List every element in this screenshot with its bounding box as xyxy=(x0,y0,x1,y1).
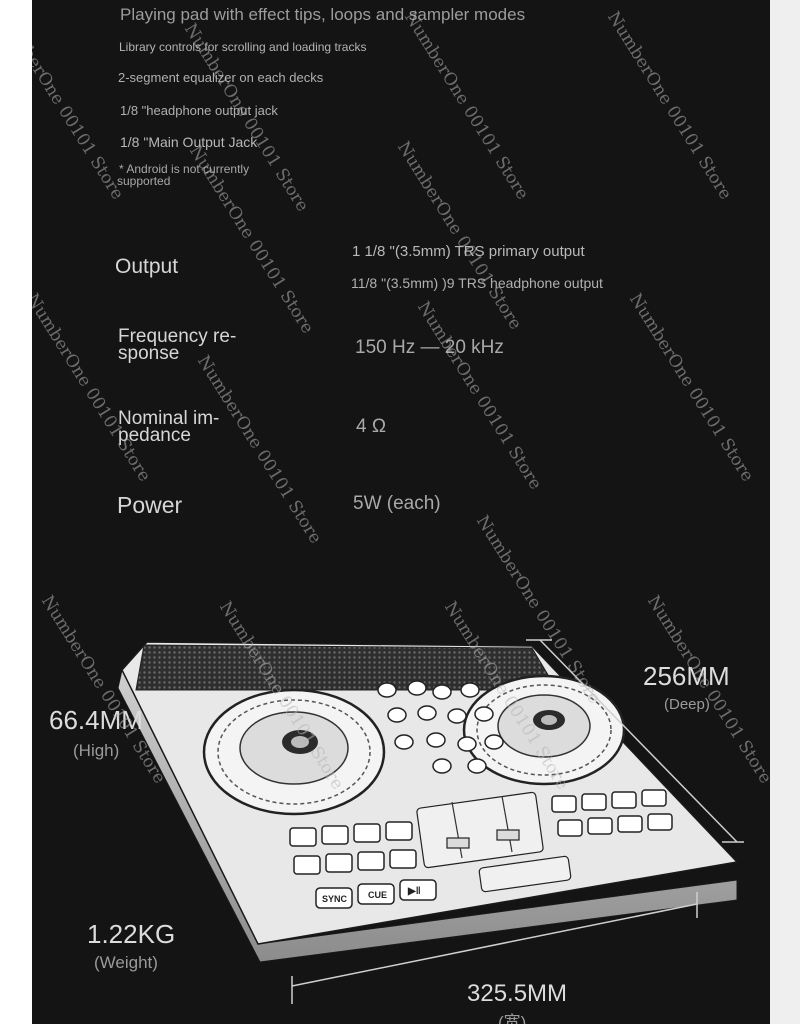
page-edge xyxy=(770,0,800,1024)
spec-power-value: 5W (each) xyxy=(353,493,441,514)
feature-1: Playing pad with effect tips, loops and … xyxy=(120,5,526,24)
pad-label-sync: SYNC xyxy=(322,894,348,904)
feature-2: Library controls for scrolling and loadi… xyxy=(119,40,367,54)
pad-label-play: ▶‖ xyxy=(407,886,421,897)
depth-value: 256MM xyxy=(643,661,730,691)
left-jog-wheel xyxy=(202,688,386,816)
spec-output-label: Output xyxy=(115,255,179,278)
spec-impedance-value: 4 Ω xyxy=(356,416,387,437)
spec-impedance-label-2: pedance xyxy=(118,425,191,446)
dimension-lines xyxy=(291,639,744,1004)
depth-caption: (Deep) xyxy=(664,696,710,713)
height-value: 66.4MM xyxy=(49,705,143,735)
weight-caption: (Weight) xyxy=(94,953,158,972)
feature-5: 1/8 "Main Output Jack xyxy=(120,134,258,150)
width-value: 325.5MM xyxy=(467,980,568,1007)
spec-output-value-1: 1 1/8 "(3.5mm) TRS primary output xyxy=(352,243,585,260)
spec-frequency-value: 150 Hz — 20 kHz xyxy=(355,337,504,358)
width-caption: (宽) xyxy=(498,1013,527,1024)
dj-controller-illustration: SYNC CUE ▶‖ xyxy=(117,639,744,1004)
fader-section xyxy=(416,791,572,893)
right-jog-wheel xyxy=(462,674,626,786)
pad-label-cue: CUE xyxy=(368,890,387,900)
right-performance-pads xyxy=(551,789,673,837)
spec-output-value-2: 11/8 "(3.5mm) )9 TRS headphone output xyxy=(351,275,603,291)
weight-value: 1.22KG xyxy=(87,919,176,949)
mixer-knobs xyxy=(377,680,504,774)
spec-frequency-label-1: Frequency re- xyxy=(118,326,237,347)
spec-impedance-label-1: Nominal im- xyxy=(118,408,220,429)
spec-power-label: Power xyxy=(117,492,183,518)
feature-6: * Android is not currently xyxy=(119,162,250,176)
feature-3: 2-segment equalizer on each decks xyxy=(118,70,324,85)
spec-frequency-label-2: sponse xyxy=(118,343,180,364)
product-spec-panel: Playing pad with effect tips, loops and … xyxy=(32,0,770,1024)
transport-buttons xyxy=(315,879,437,909)
feature-7: supported xyxy=(117,174,171,188)
height-caption: (High) xyxy=(73,741,120,760)
feature-4: 1/8 "headphone output jack xyxy=(120,103,278,118)
left-performance-pads xyxy=(289,821,417,875)
